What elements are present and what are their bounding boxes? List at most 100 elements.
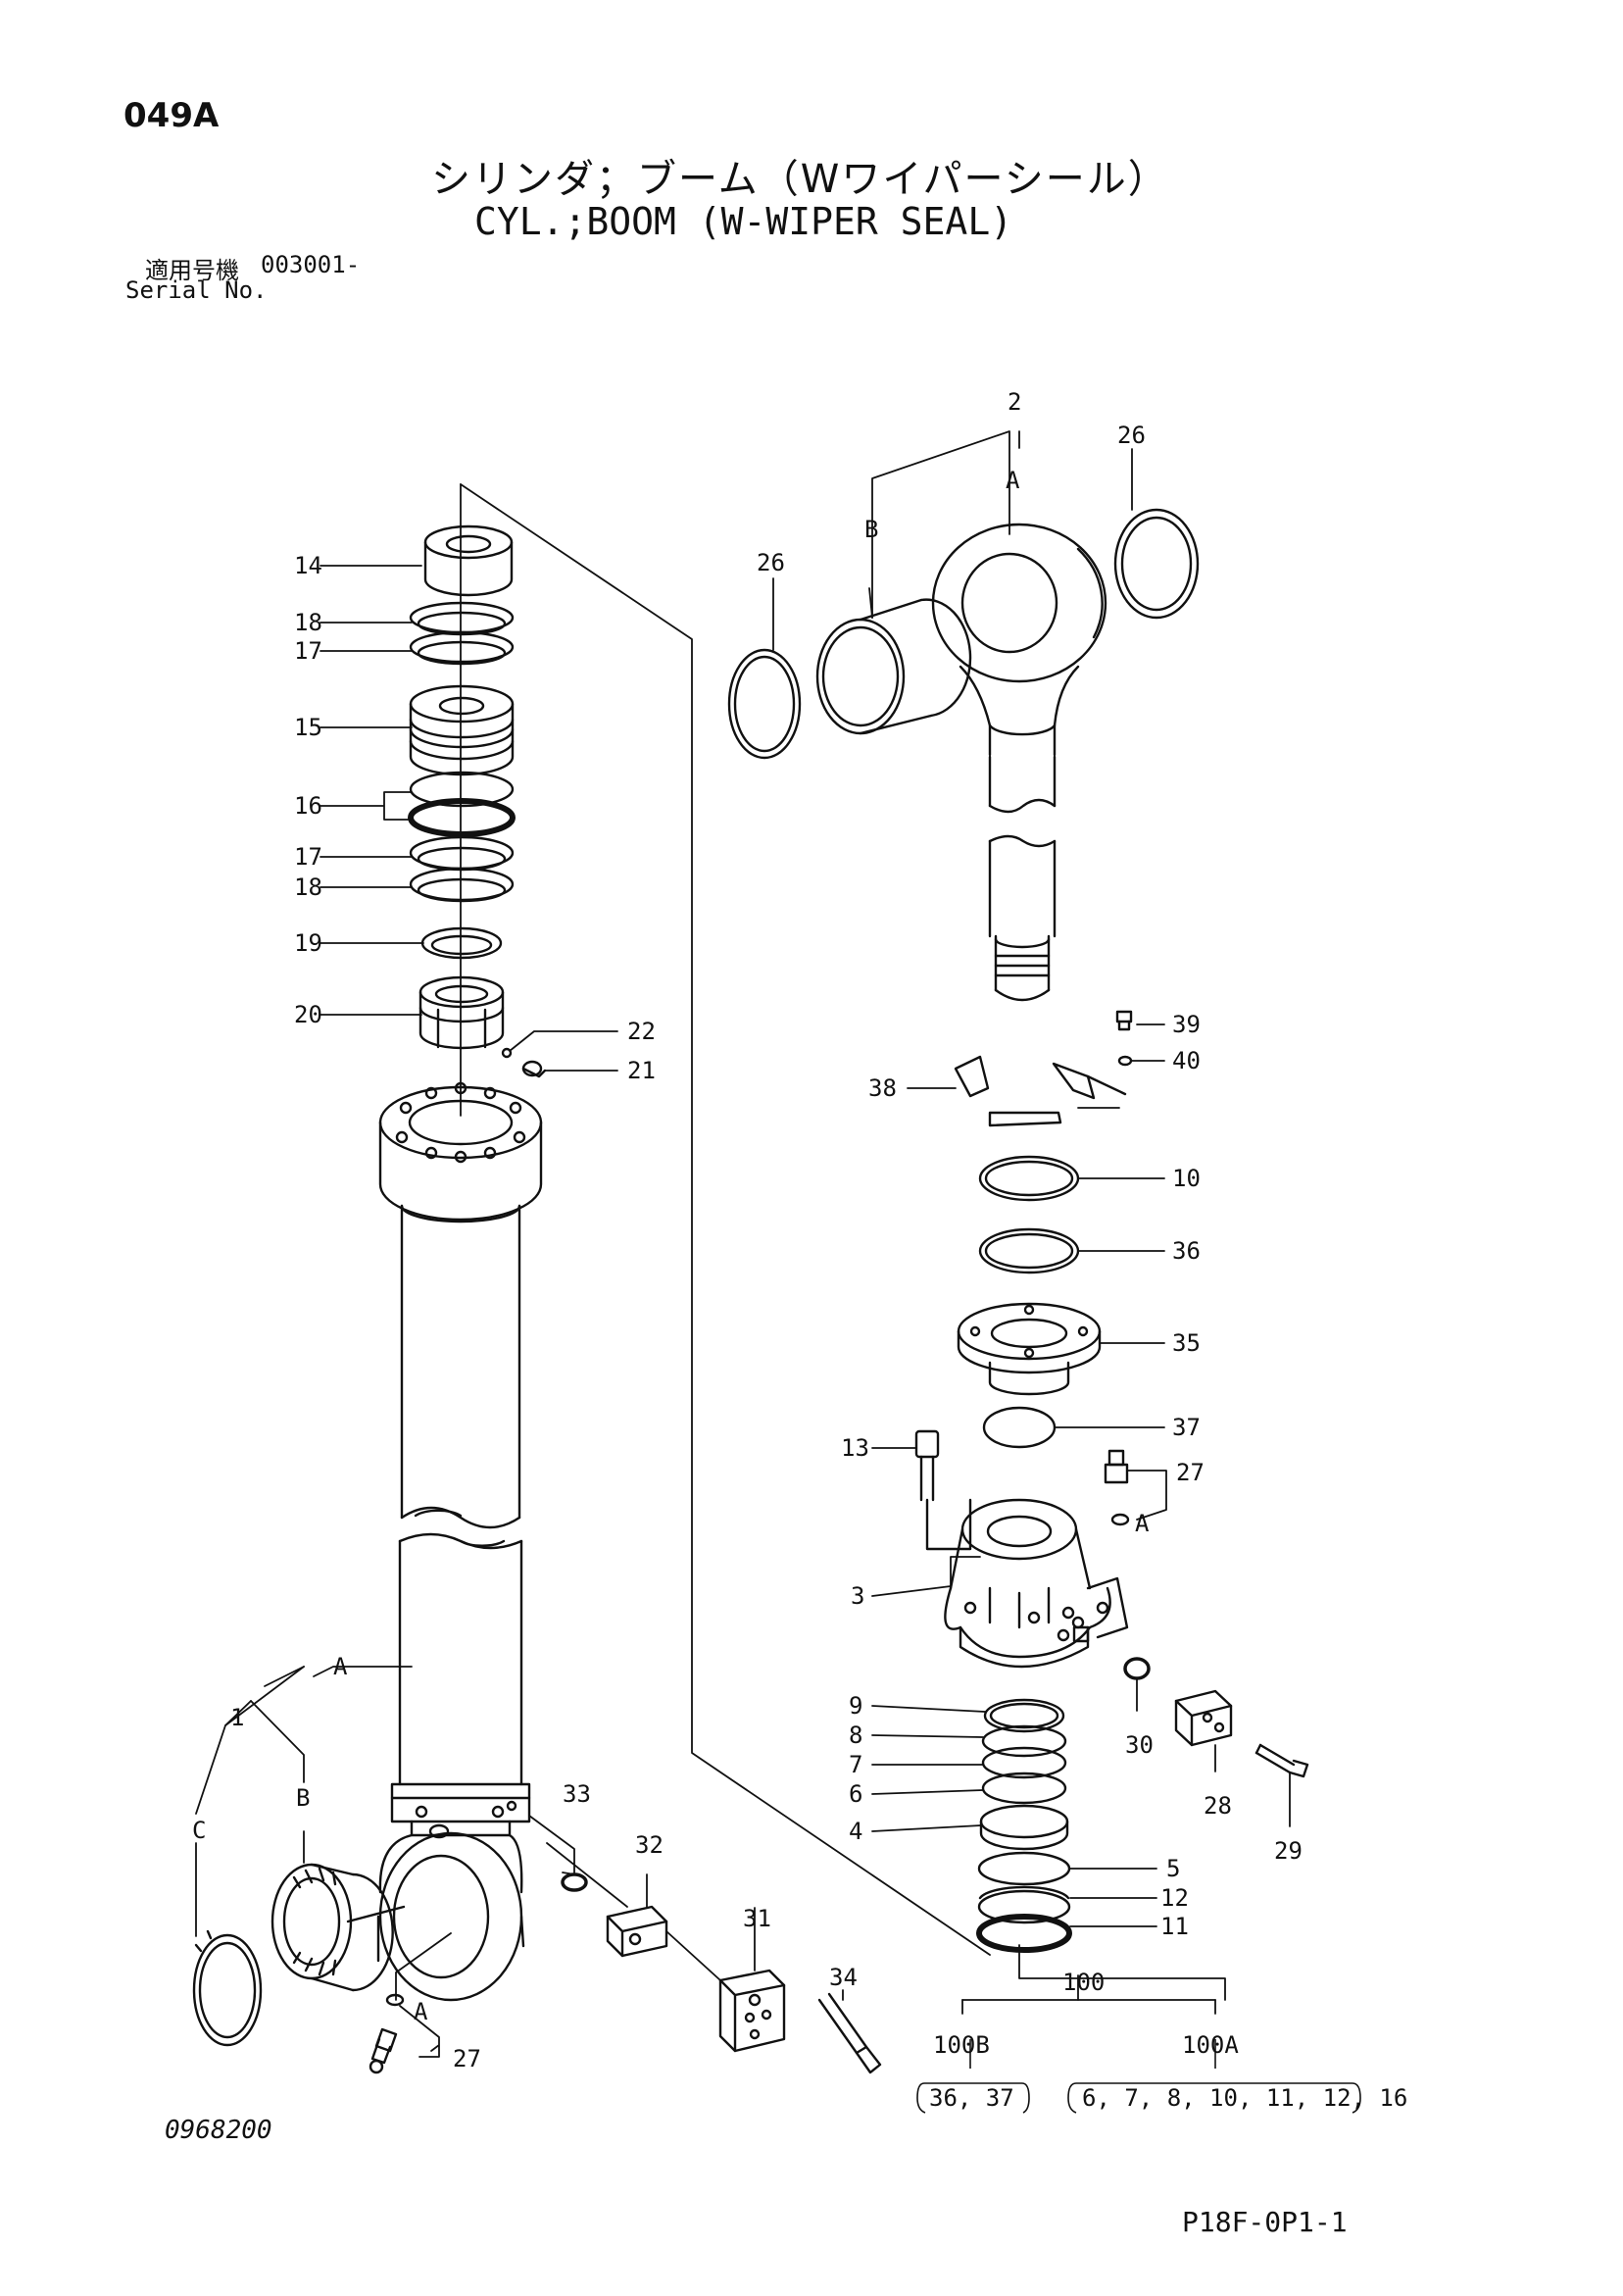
callout-label: 27 bbox=[1176, 1459, 1205, 1486]
part-35-cover bbox=[957, 1302, 1102, 1396]
part-13-bolt bbox=[914, 1429, 972, 1551]
callout-label: 18 bbox=[294, 873, 322, 901]
part-15-piston bbox=[409, 684, 515, 776]
callout-label: 16 bbox=[294, 792, 322, 820]
part-12-ring bbox=[977, 1889, 1071, 1924]
part-31-valve bbox=[718, 1969, 786, 2053]
part-7-ring bbox=[981, 1746, 1067, 1779]
part-37-oring bbox=[982, 1406, 1057, 1449]
callout-label: 34 bbox=[829, 1964, 858, 1991]
part-10-ring bbox=[978, 1155, 1080, 1202]
serial-label-english: Serial No. bbox=[125, 276, 268, 304]
part-40-washer bbox=[1117, 1055, 1133, 1067]
callout-label: 32 bbox=[635, 1831, 664, 1859]
callout-label: 38 bbox=[868, 1074, 897, 1102]
callout-label: B bbox=[296, 1784, 310, 1812]
part-6-ring bbox=[981, 1772, 1067, 1805]
callout-label: 4 bbox=[849, 1818, 862, 1845]
part-26-ring-right bbox=[1113, 508, 1200, 620]
callout-label: 3 bbox=[851, 1582, 864, 1610]
callout-label: 18 bbox=[294, 609, 322, 636]
serial-label-japanese: 適用号機 bbox=[145, 257, 239, 284]
callout-label: 26 bbox=[757, 549, 785, 576]
callout-label: A bbox=[414, 1998, 428, 2025]
page-reference: P18F-0P1-1 bbox=[1182, 2206, 1348, 2238]
part-27-grease-nipple-right bbox=[1104, 1449, 1130, 1526]
callout-label: 20 bbox=[294, 1001, 322, 1028]
callout-label: 36 bbox=[1172, 1237, 1201, 1265]
callout-label: A bbox=[1006, 467, 1020, 494]
part-28-block bbox=[1174, 1689, 1233, 1747]
part-21-setscrew bbox=[521, 1060, 547, 1078]
callout-labels: 14 18 17 15 16 17 18 19 20 22 21 1 A B C… bbox=[192, 388, 1407, 2112]
page-code: 049A bbox=[123, 96, 220, 135]
part-3-cylinder-head bbox=[944, 1498, 1129, 1669]
callout-label: 13 bbox=[841, 1434, 869, 1462]
callout-label: 15 bbox=[294, 714, 322, 741]
callout-label: 39 bbox=[1172, 1011, 1201, 1038]
drawing-number: 0968200 bbox=[165, 2116, 272, 2145]
callout-label: 27 bbox=[453, 2045, 481, 2072]
callout-label: 2 bbox=[1008, 388, 1021, 416]
snap-ring-c bbox=[192, 1929, 263, 2047]
bushing-b-right bbox=[815, 598, 972, 735]
callout-label: 100A bbox=[1182, 2031, 1239, 2059]
part-39-bolt bbox=[1115, 1010, 1133, 1031]
part-36-ring bbox=[978, 1227, 1080, 1274]
callout-label: 17 bbox=[294, 637, 322, 665]
callout-label: 6 bbox=[849, 1780, 862, 1808]
label-14: 14 bbox=[294, 552, 322, 579]
bushing-b bbox=[270, 1863, 406, 1992]
part-9-ring bbox=[983, 1698, 1065, 1733]
part-29-bolt bbox=[1254, 1743, 1309, 1778]
callout-label: 12 bbox=[1160, 1884, 1189, 1912]
part-16-seal bbox=[409, 771, 515, 808]
callout-label: 11 bbox=[1160, 1913, 1189, 1940]
kit-brackets bbox=[916, 2039, 1361, 2114]
part-32-block bbox=[606, 1905, 668, 1958]
part-38-segments bbox=[954, 1055, 1127, 1127]
callout-label: 33 bbox=[563, 1780, 591, 1808]
callout-label: 22 bbox=[627, 1018, 656, 1045]
part-4-bushing bbox=[979, 1804, 1069, 1839]
callout-label: 19 bbox=[294, 929, 322, 957]
callout-label: 100B bbox=[933, 2031, 990, 2059]
part-34-bolt bbox=[817, 1992, 882, 2074]
callout-label: 36, 37 bbox=[929, 2084, 1014, 2112]
part-27-grease-nipple-left bbox=[369, 1993, 405, 2074]
callout-label: 10 bbox=[1172, 1165, 1201, 1192]
part-8-ring bbox=[981, 1724, 1067, 1758]
title-japanese: シリンダ；ブーム（Wワイパーシール） bbox=[431, 157, 1169, 202]
callout-label: 17 bbox=[294, 843, 322, 871]
part-11-seal bbox=[976, 1914, 1072, 1953]
cylinder-tube bbox=[376, 1081, 543, 2002]
callout-label: A bbox=[333, 1653, 348, 1680]
callout-label: 8 bbox=[849, 1722, 862, 1749]
callout-label: 5 bbox=[1166, 1855, 1180, 1882]
title-english: CYL.;BOOM (W-WIPER SEAL) bbox=[474, 200, 1013, 243]
callout-label: 26 bbox=[1117, 422, 1146, 449]
part-33-oring bbox=[561, 1872, 588, 1892]
callout-label: 100 bbox=[1062, 1969, 1105, 1996]
callout-label: A bbox=[1135, 1510, 1150, 1537]
part-2-rod-eye bbox=[931, 523, 1107, 1002]
callout-label: 31 bbox=[743, 1905, 771, 1932]
callout-label: 1 bbox=[230, 1704, 244, 1731]
callout-label: 9 bbox=[849, 1692, 862, 1720]
serial-number-value: 003001- bbox=[261, 251, 361, 278]
callout-label: 35 bbox=[1172, 1329, 1201, 1357]
part-14-collar bbox=[423, 524, 514, 597]
callout-label: 28 bbox=[1204, 1792, 1232, 1820]
part-20-nut bbox=[418, 975, 505, 1050]
callout-label: C bbox=[192, 1817, 206, 1844]
callout-label: 29 bbox=[1274, 1837, 1303, 1865]
part-5-ring bbox=[977, 1851, 1071, 1886]
callout-label: B bbox=[864, 516, 878, 543]
callout-label: 40 bbox=[1172, 1047, 1201, 1074]
callout-label: 30 bbox=[1125, 1731, 1154, 1759]
part-22-ball bbox=[501, 1047, 513, 1059]
part-17-ring bbox=[409, 630, 515, 664]
callout-label: 7 bbox=[849, 1751, 862, 1778]
callout-label: 37 bbox=[1172, 1414, 1201, 1441]
